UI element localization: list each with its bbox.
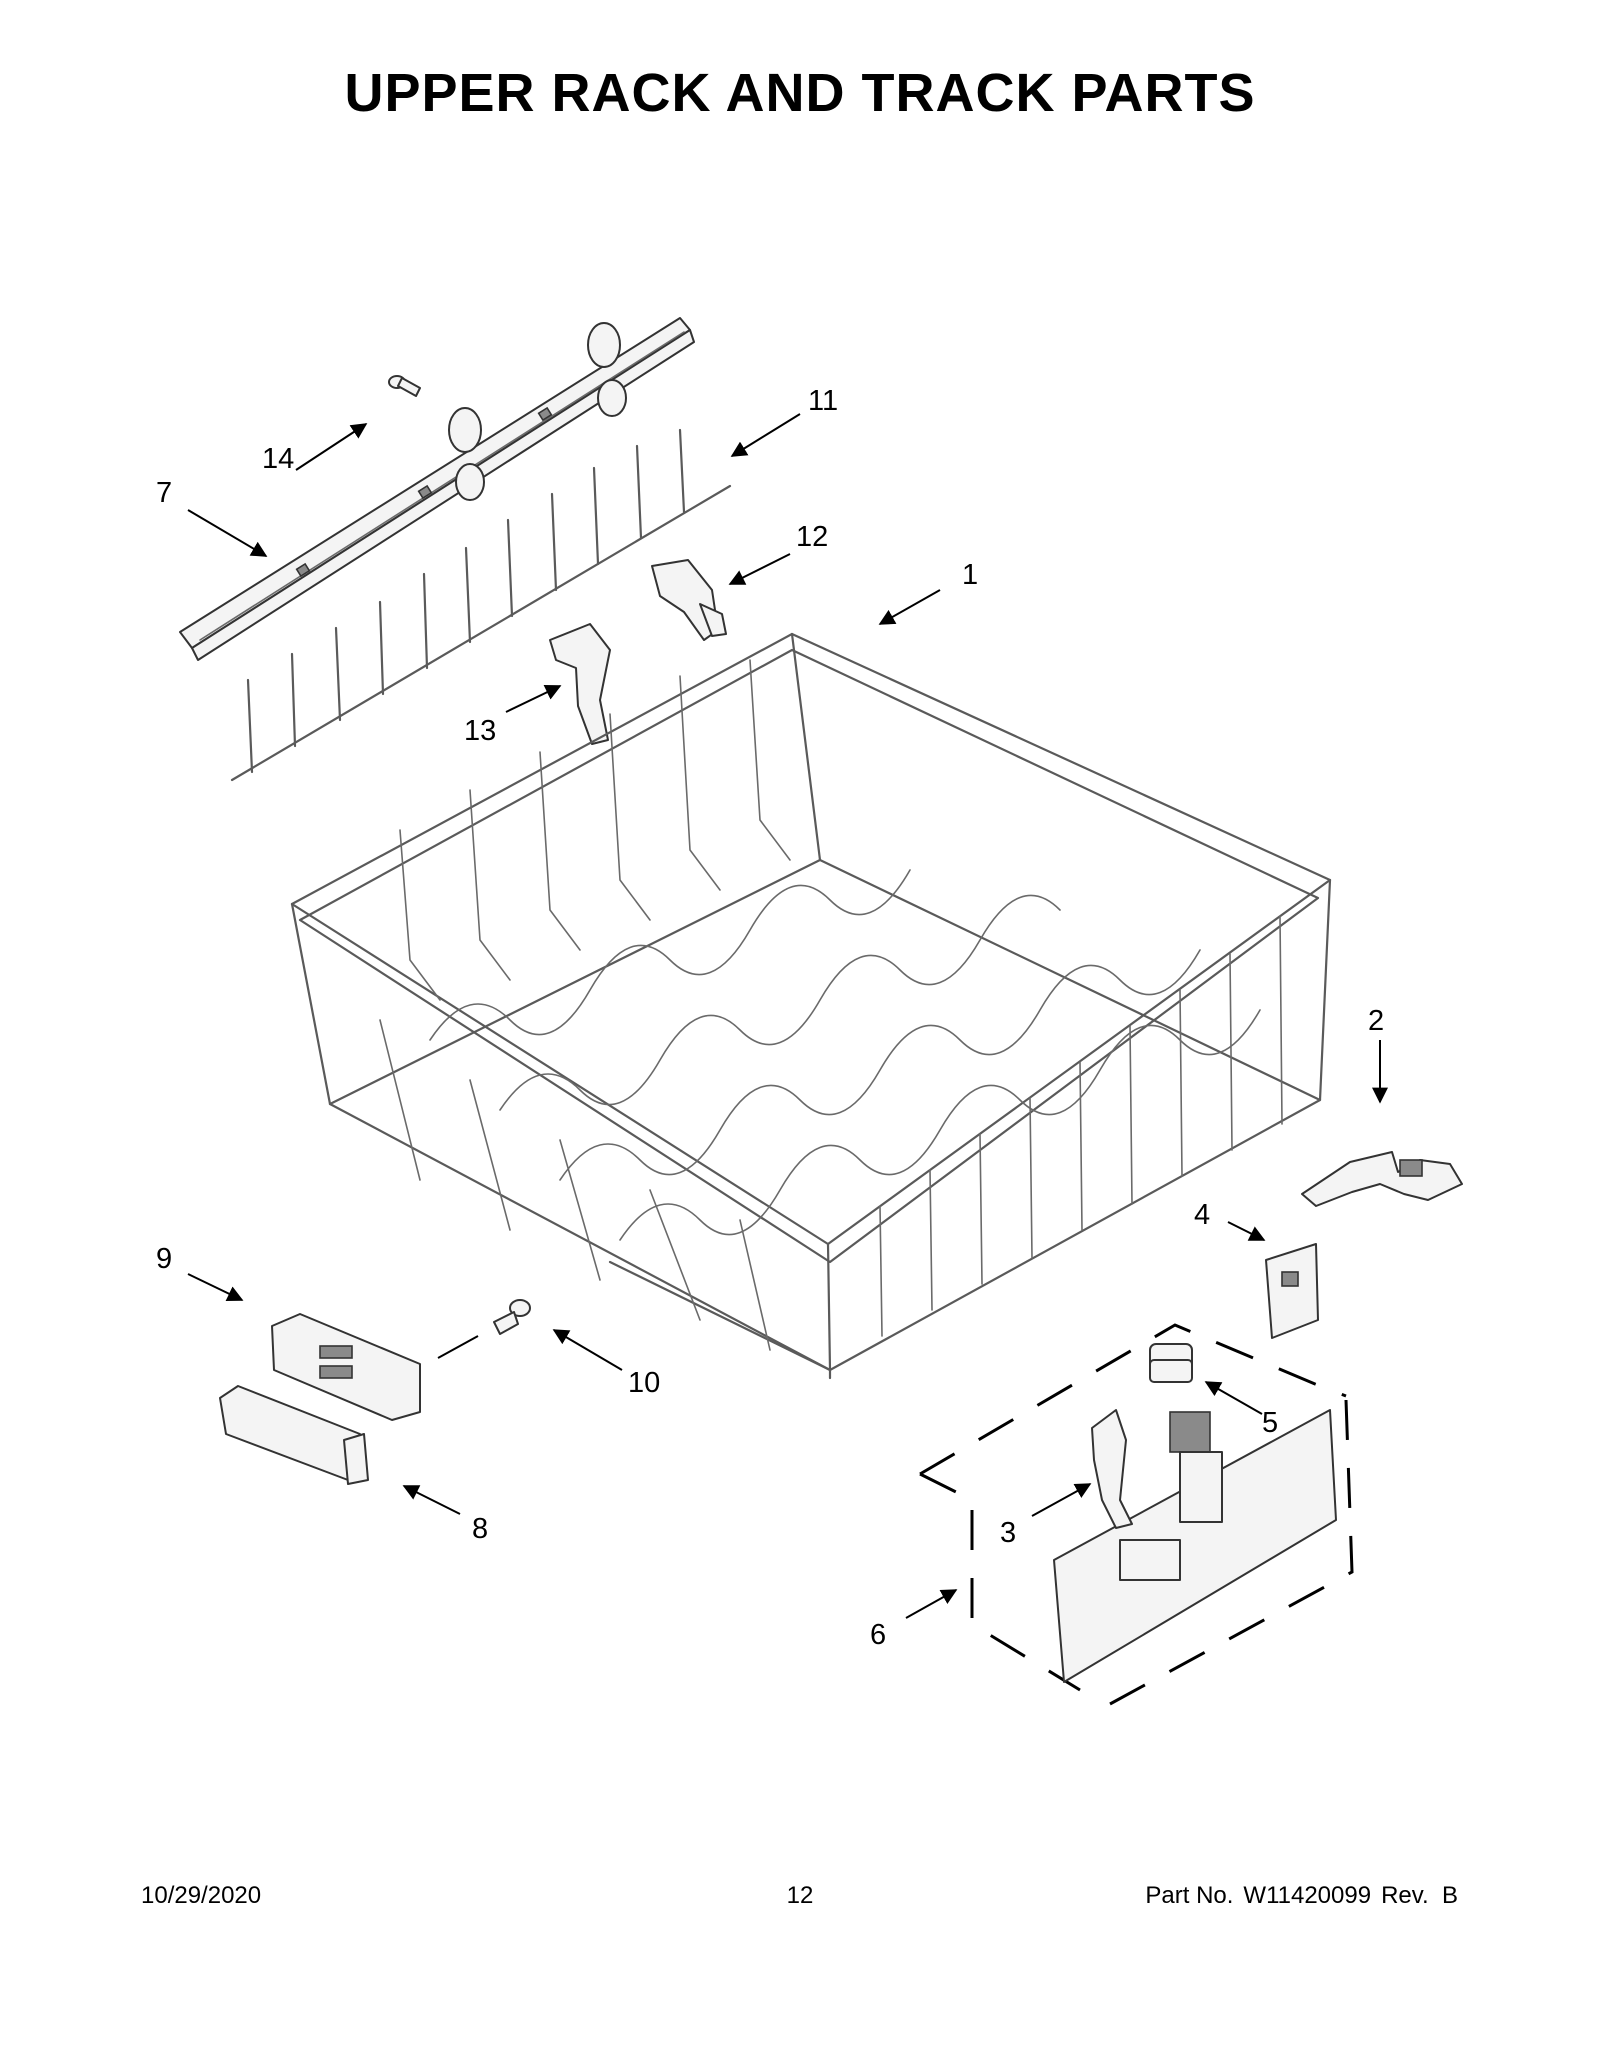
adjuster-clip-part-2 (1301, 1151, 1463, 1207)
part-number-value: W11420099 (1243, 1882, 1372, 1909)
leader-lines (187, 413, 1388, 1619)
footer-date: 10/29/2020 (141, 1882, 262, 1909)
footer-part-number: Part No. W11420099 Rev. B (1145, 1882, 1458, 1910)
rack-clip-part-12 (651, 559, 727, 641)
callout-5: 5 (1262, 1407, 1278, 1439)
callout-7: 7 (156, 477, 172, 509)
handle-cover-part-8 (219, 1385, 369, 1485)
callout-1: 1 (962, 559, 978, 591)
button-part-5 (1149, 1343, 1193, 1383)
page-title: UPPER RACK AND TRACK PARTS (344, 63, 1256, 123)
revision-label: Rev. B (1381, 1882, 1458, 1909)
callout-8: 8 (472, 1513, 488, 1545)
callout-9: 9 (156, 1243, 172, 1275)
tine-row-part-11 (230, 428, 732, 782)
bracket-part-4 (1265, 1243, 1319, 1339)
callout-6: 6 (870, 1619, 886, 1651)
screw-part-14 (388, 375, 421, 397)
footer-page-number: 12 (786, 1882, 814, 1909)
adjuster-assembly-part-6 (919, 1323, 1354, 1706)
callout-3: 3 (1000, 1517, 1016, 1549)
callout-10: 10 (628, 1367, 660, 1399)
lever-part-3 (1091, 1409, 1133, 1529)
callout-13: 13 (464, 715, 496, 747)
callout-4: 4 (1194, 1199, 1210, 1231)
screw-part-10 (493, 1299, 531, 1335)
callout-2: 2 (1368, 1005, 1384, 1037)
callout-12: 12 (796, 521, 828, 553)
handle-base-part-9 (271, 1313, 421, 1421)
callout-numbers: 1 2 3 4 5 6 7 8 9 10 11 12 13 14 (156, 385, 1384, 1651)
callout-14: 14 (262, 443, 294, 475)
rack-clip-part-13 (549, 623, 611, 745)
part-number-label: Part No. (1145, 1882, 1234, 1909)
upper-rack-part-1 (290, 632, 1332, 1380)
callout-11: 11 (808, 385, 838, 417)
track-rail-part-7 (179, 317, 695, 661)
